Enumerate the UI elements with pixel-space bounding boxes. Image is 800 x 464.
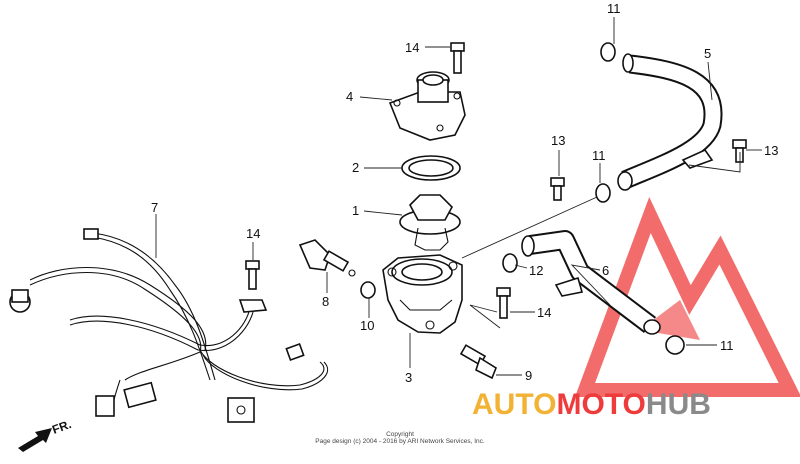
leader-lines: [155, 17, 762, 376]
callout-11-bottom: 11: [720, 338, 734, 353]
callout-11-middle: 11: [592, 148, 606, 163]
thermostat-cover: [388, 71, 466, 141]
callout-2: 2: [352, 160, 359, 175]
o-ring-12: [502, 253, 518, 273]
front-direction-indicator: FR.: [18, 417, 73, 452]
hose-upper: [617, 53, 723, 191]
bolt-13-left: [550, 177, 565, 201]
watermark-auto: AUTO: [472, 388, 556, 421]
callout-13-right: 13: [764, 143, 778, 158]
copyright-title: Copyright: [386, 431, 414, 438]
callout-14-top: 14: [405, 40, 419, 55]
wire-harness: [9, 228, 329, 423]
watermark-text: AUTOMOTOHUB: [472, 388, 711, 421]
callout-10: 10: [360, 318, 374, 333]
callout-12: 12: [529, 263, 543, 278]
water-pipe: [521, 230, 661, 335]
callout-4: 4: [346, 89, 353, 104]
watermark-hub: HUB: [646, 388, 711, 421]
bolt-13-right: [732, 139, 747, 163]
copyright-notice: Page design (c) 2004 - 2016 by ARI Netwo…: [315, 438, 485, 445]
gasket-ring: [401, 155, 461, 181]
callout-13-left: 13: [551, 133, 565, 148]
callout-11-top: 11: [607, 1, 621, 16]
front-label: FR.: [50, 417, 73, 437]
bolt-14-left: [245, 260, 260, 290]
o-ring-middle: [595, 183, 611, 203]
o-ring-bottom: [665, 335, 685, 355]
callout-7: 7: [151, 200, 158, 215]
callout-14-left: 14: [246, 226, 260, 241]
temperature-sensor: [298, 239, 356, 277]
bolt-14-right: [496, 287, 511, 319]
callout-3: 3: [405, 370, 412, 385]
callout-1: 1: [352, 203, 359, 218]
washer-10: [360, 281, 376, 299]
thermostat: [399, 194, 461, 251]
o-ring-top: [600, 42, 616, 62]
callout-6: 6: [602, 263, 609, 278]
thermostat-housing: [382, 254, 463, 334]
callout-14-right: 14: [537, 305, 551, 320]
callout-5: 5: [704, 46, 711, 61]
watermark-moto: MOTO: [556, 388, 645, 421]
thermo-switch: [459, 344, 497, 380]
front-arrow-icon: [18, 428, 52, 452]
bolt-top: [450, 42, 465, 74]
callout-8: 8: [322, 294, 329, 309]
callout-9: 9: [525, 368, 532, 383]
